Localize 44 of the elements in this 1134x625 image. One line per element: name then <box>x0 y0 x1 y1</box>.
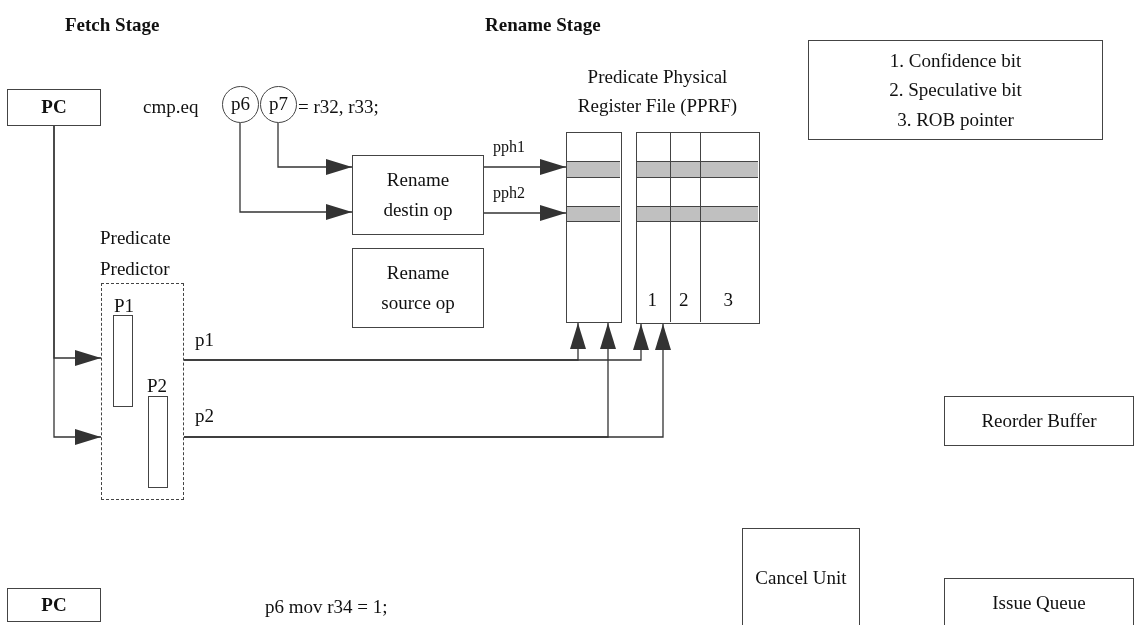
bar-label: P2 <box>147 376 168 395</box>
column-number: 3 <box>723 289 733 311</box>
process-box <box>742 528 860 625</box>
register-box <box>7 89 101 126</box>
process-box <box>352 248 484 328</box>
structure-title: Predicate Physical Register File (PPRF) <box>576 65 739 119</box>
box-label: Rename destin op <box>382 167 454 222</box>
instruction-text: p6 mov r34 = 1; <box>265 595 388 619</box>
register-box <box>7 588 101 622</box>
process-box <box>944 396 1134 446</box>
edge-label: p2 <box>195 406 214 427</box>
column-number: 1 <box>647 289 657 311</box>
box-label: p7 <box>269 92 288 117</box>
bar-label: P1 <box>114 296 135 315</box>
list-item: 2. Speculative bit <box>889 78 1022 103</box>
box-label: p6 <box>231 92 250 117</box>
edge-label: p1 <box>195 330 214 351</box>
legend-box <box>808 40 1103 140</box>
arrow <box>183 323 649 361</box>
edge-label: pph1 <box>493 138 525 156</box>
list-item: 3. ROB pointer <box>897 107 1014 132</box>
list-item: 1. Confidence bit <box>889 48 1022 73</box>
stage-title: Rename Stage <box>485 13 601 37</box>
edge-label: pph2 <box>493 184 525 202</box>
arrow <box>53 125 102 445</box>
box-label: PC <box>41 592 67 617</box>
box-label: Cancel Unit <box>754 565 848 590</box>
register-table <box>636 132 760 324</box>
instruction-text: = r32, r33; <box>298 95 379 119</box>
register-column <box>566 132 622 323</box>
box-label: Reorder Buffer <box>981 408 1097 433</box>
box-label: PC <box>41 95 67 120</box>
arrow <box>239 122 353 220</box>
box-label: Issue Queue <box>992 590 1086 615</box>
column-number: 2 <box>679 289 689 311</box>
box-label: Rename source op <box>380 260 456 315</box>
instruction-text: cmp.eq <box>143 95 199 119</box>
stage-title: Fetch Stage <box>65 13 160 37</box>
arrow <box>483 159 567 175</box>
process-box <box>352 155 484 235</box>
process-box <box>944 578 1134 625</box>
arrow <box>483 205 567 221</box>
group-title: Predicate Predictor <box>100 226 172 282</box>
arrow <box>277 122 353 175</box>
